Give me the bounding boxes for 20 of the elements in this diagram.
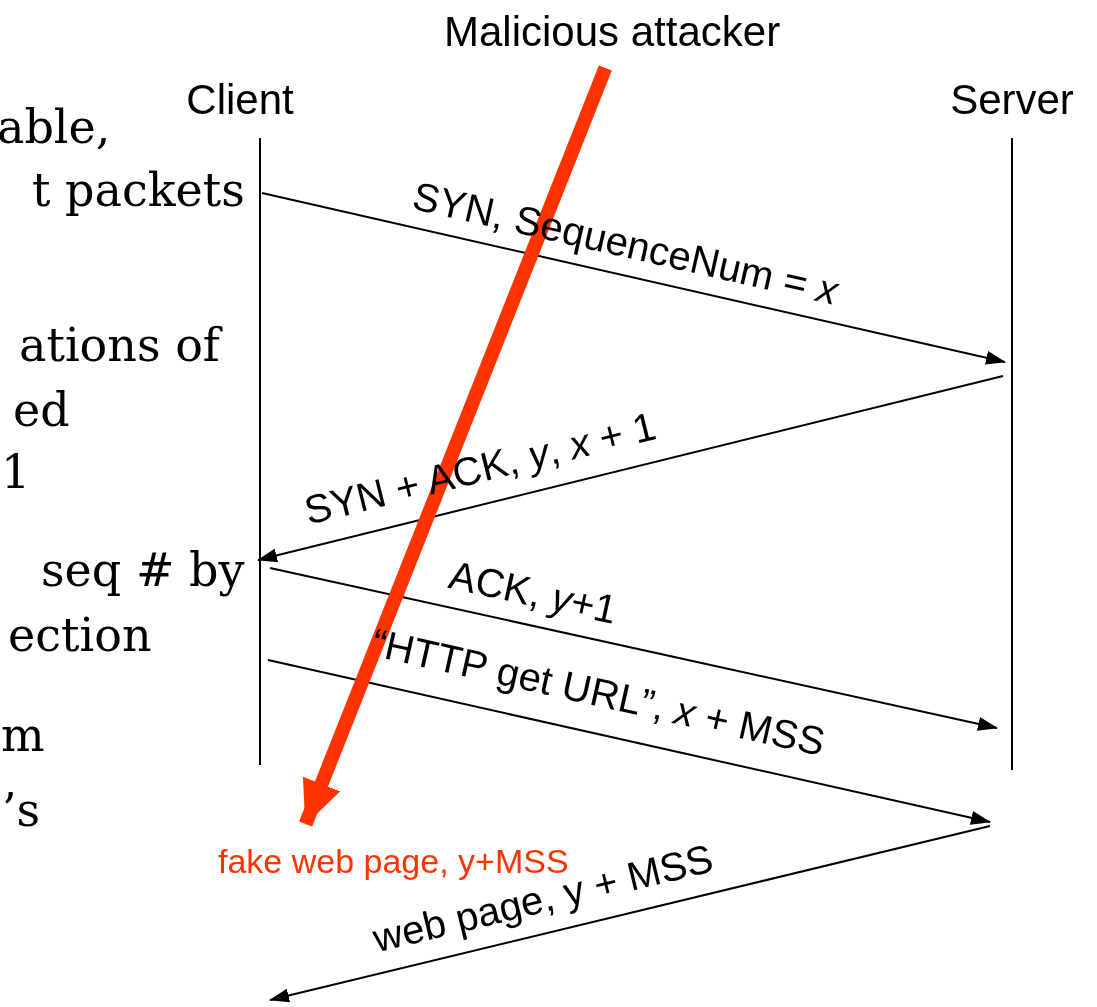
message-label: SYN + ACK, y, x + 1 <box>299 402 661 534</box>
arrow <box>269 825 991 1003</box>
arrow <box>299 65 612 827</box>
actor-label: Malicious attacker <box>444 8 781 56</box>
arrow <box>261 192 1006 365</box>
arrow <box>257 375 1004 563</box>
text-fragment: ’s <box>2 783 41 837</box>
lifeline-label: Client <box>186 76 294 124</box>
lifeline-label: Server <box>950 76 1074 124</box>
text-fragment: ection <box>8 608 152 662</box>
text-fragment: m <box>1 708 45 762</box>
arrow <box>269 567 998 731</box>
arrow <box>267 659 991 825</box>
text-fragment: 1 <box>1 445 31 499</box>
text-fragment: able, <box>0 100 111 154</box>
message-label: ACK, y+1 <box>445 551 621 632</box>
text-fragment: ed <box>13 383 70 437</box>
text-fragment: seq # by <box>41 543 245 597</box>
text-fragment: t packets <box>32 163 245 217</box>
annotation-text: fake web page, y+MSS <box>218 842 569 881</box>
